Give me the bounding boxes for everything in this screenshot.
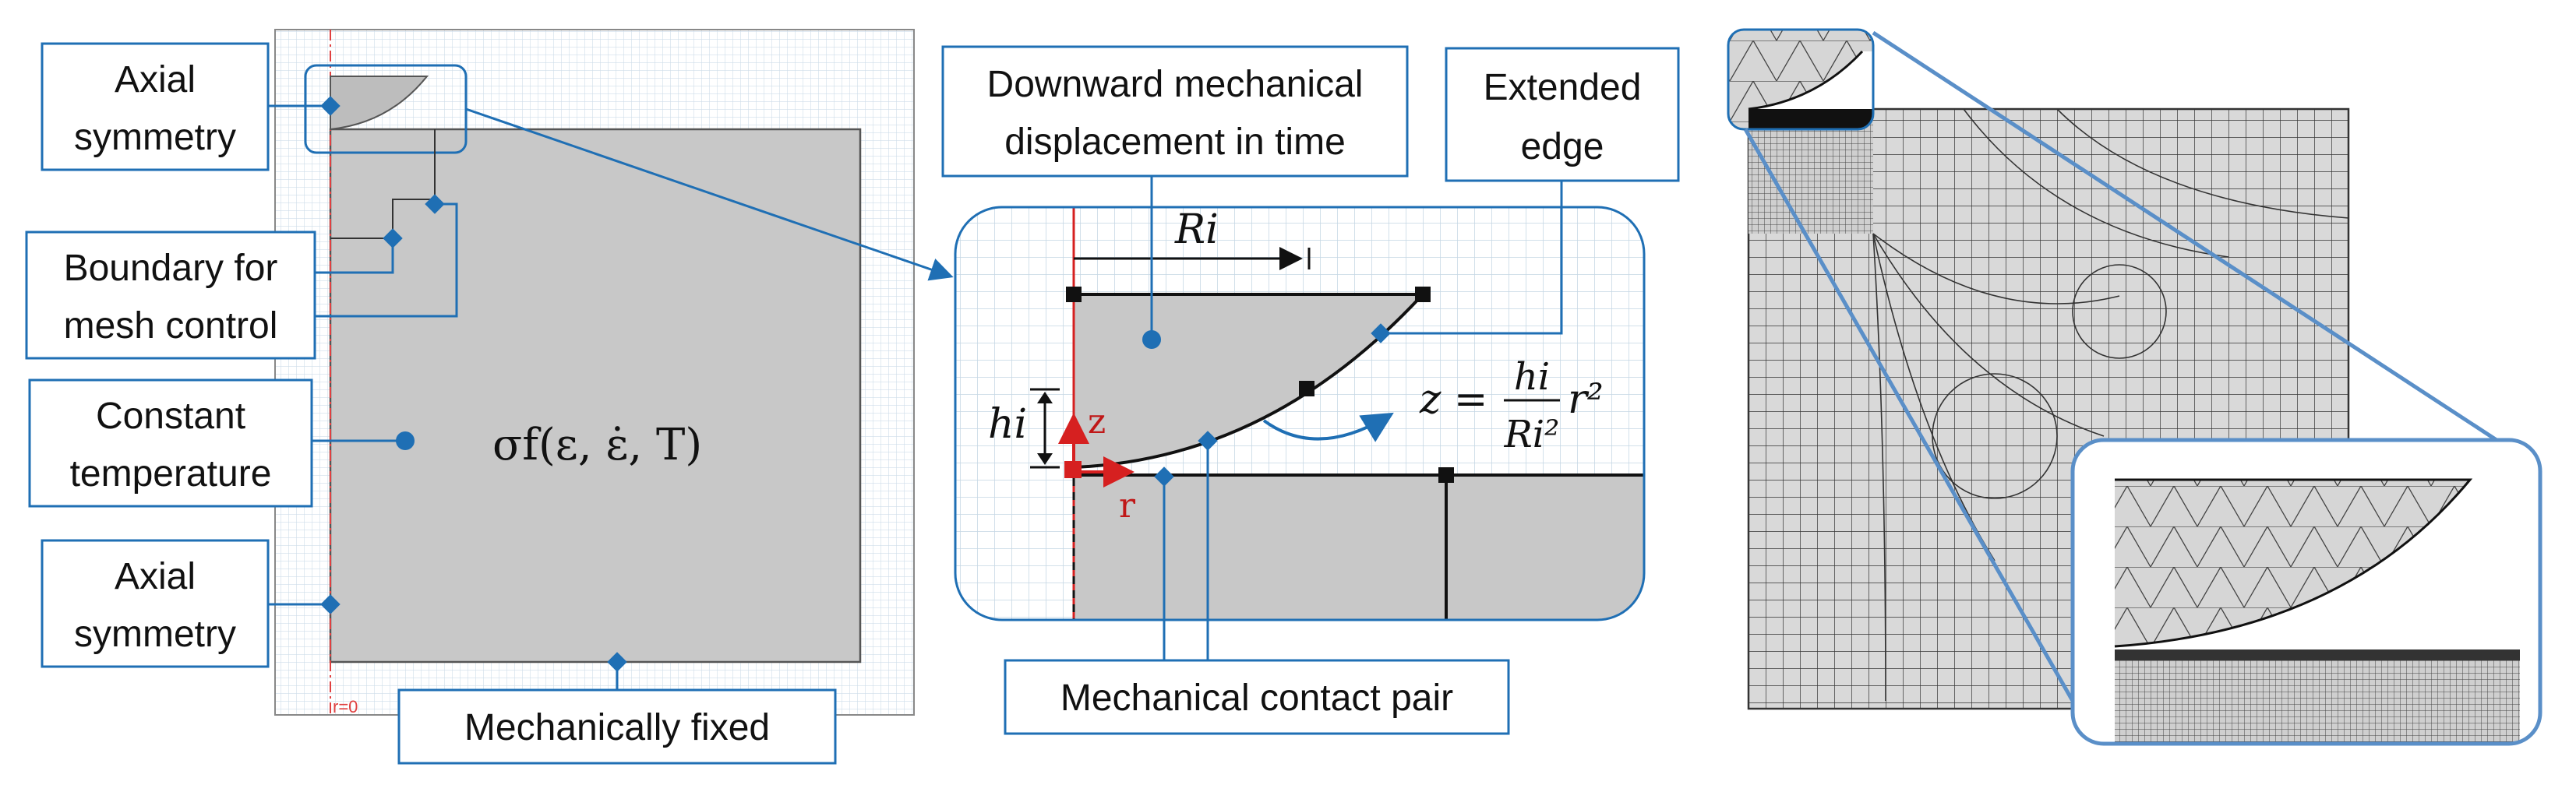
marker-constant xyxy=(396,431,415,450)
downward-line2: displacement in time xyxy=(1004,121,1346,163)
axis-label: r=0 xyxy=(333,697,358,716)
left-panel: r=0 Axial symmetry Boundary for mesh con… xyxy=(25,29,954,765)
leader-boundary-2 xyxy=(315,202,458,318)
z-axis-label: z xyxy=(1088,402,1106,442)
zoom-arrow xyxy=(465,107,954,281)
zoom-frame xyxy=(2070,438,2542,746)
marker-axial-top xyxy=(320,96,341,116)
vertex-curve-mid xyxy=(1299,381,1314,396)
marker-fixed xyxy=(607,652,627,672)
vertex-boundary xyxy=(1438,467,1454,483)
top-zoom-indenter-edge xyxy=(1748,50,1864,111)
downward-line1: Downward mechanical xyxy=(987,64,1364,105)
radius-label: Ri xyxy=(1174,206,1219,253)
marker-axial-bottom xyxy=(320,594,341,614)
mechanically-fixed-label: Mechanically fixed xyxy=(464,707,770,748)
axial-symmetry-bottom-line2: symmetry xyxy=(74,614,236,655)
indenter-small xyxy=(330,76,429,131)
axial-symmetry-bottom-label-box xyxy=(41,539,270,668)
leader-boundary-1 xyxy=(315,238,394,274)
marker-downward xyxy=(1142,330,1161,349)
contact-pair-label-box xyxy=(1004,659,1510,735)
mesh-radial-lines xyxy=(1872,108,2349,702)
top-zoom-contact xyxy=(1749,109,1873,129)
detail-workpiece xyxy=(1074,475,1644,620)
vertex-top-right xyxy=(1415,287,1431,302)
detail-frame xyxy=(954,206,1646,621)
boundary-mesh-line1: Boundary for xyxy=(64,248,278,289)
equation-arrow xyxy=(1262,412,1394,442)
boundary-mesh-line2: mesh control xyxy=(64,305,278,347)
marker-boundary-1 xyxy=(383,228,403,248)
mesh-boundary-line xyxy=(330,129,436,239)
axial-symmetry-top-line1: Axial xyxy=(115,59,196,100)
right-panel xyxy=(1727,28,2542,746)
top-zoom-frame xyxy=(1727,28,1875,131)
extended-edge-line2: edge xyxy=(1521,126,1604,167)
material-law: σf(ε, ε̇, T) xyxy=(492,420,702,470)
height-label: hi xyxy=(988,401,1027,448)
zoom-workpiece-mesh xyxy=(2115,660,2520,744)
constant-temperature-label-box xyxy=(28,378,313,508)
zoom-connector-bottom xyxy=(1743,128,2075,702)
zoom-contact-layer xyxy=(2115,649,2520,660)
equation-numerator: hi xyxy=(1514,355,1550,399)
workpiece-body xyxy=(329,128,862,664)
mechanically-fixed-label-box xyxy=(397,688,837,765)
equation-rhs: r² xyxy=(1568,376,1604,423)
axial-symmetry-bottom-line1: Axial xyxy=(115,556,196,597)
parabola-equation: z = hi Ri² r² xyxy=(1419,355,1604,456)
zoom-indenter-mesh xyxy=(2115,480,2470,646)
leader-extended xyxy=(1381,181,1563,335)
vertex-top-left xyxy=(1066,287,1082,302)
constant-temperature-line1: Constant xyxy=(96,396,245,437)
equation-denominator: Ri² xyxy=(1504,413,1560,456)
middle-panel: Ri hi z r z = hi Ri² r² Downward mechani… xyxy=(941,45,1680,735)
detail-indenter xyxy=(1074,294,1423,467)
downward-label-box xyxy=(941,45,1409,178)
equation-lhs: z = xyxy=(1419,376,1488,423)
extended-edge-label-box xyxy=(1445,47,1680,182)
r-axis-label: r xyxy=(1119,486,1136,526)
zoom-indenter-edge xyxy=(2114,478,2473,648)
marker-boundary-2 xyxy=(425,194,445,214)
extended-edge-line1: Extended xyxy=(1484,67,1642,108)
constant-temperature-line2: temperature xyxy=(70,453,272,495)
axial-symmetry-top-line2: symmetry xyxy=(74,117,236,158)
zoom-connector-top xyxy=(1872,30,2498,442)
contact-pair-label: Mechanical contact pair xyxy=(1060,678,1453,719)
boundary-mesh-label-box xyxy=(25,231,316,360)
